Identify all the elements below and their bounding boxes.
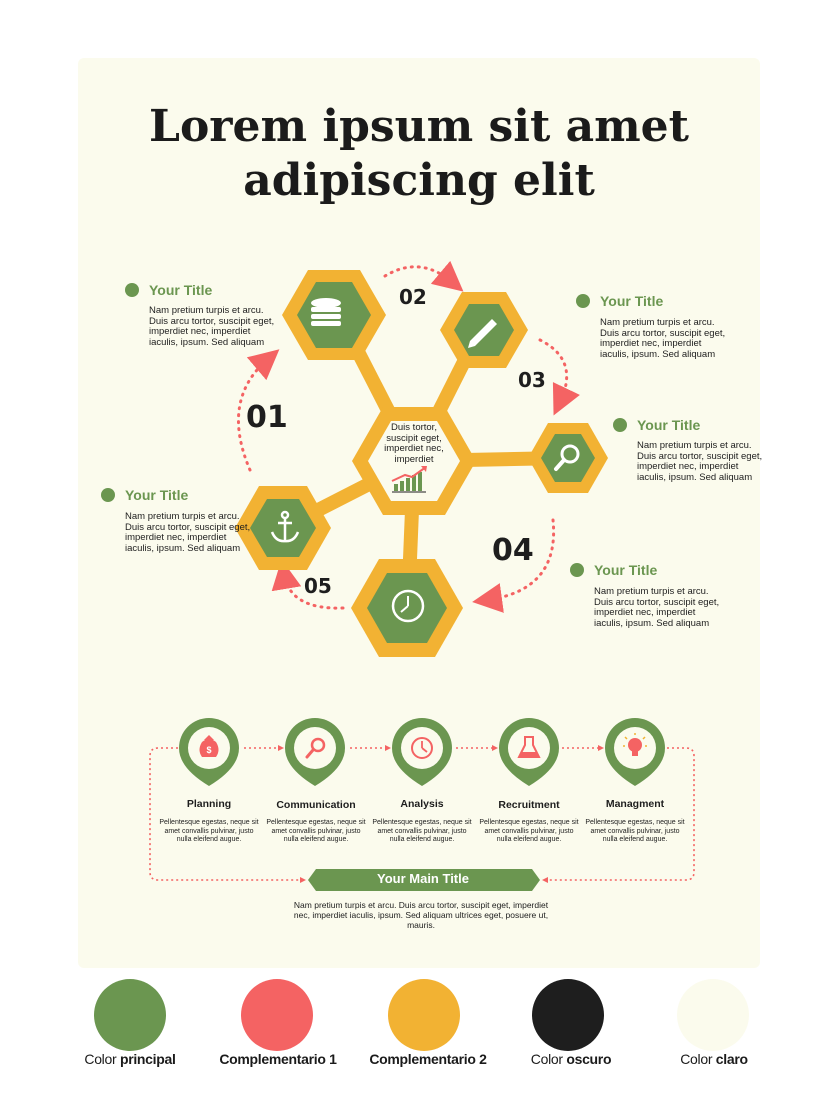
- panel-title: Your Title: [594, 562, 658, 578]
- panel-body: Nam pretium turpis et arcu. Duis arcu to…: [594, 586, 720, 629]
- step-pin-recruitment: [499, 718, 559, 786]
- database-icon: [311, 298, 341, 326]
- step-desc-planning: Pellentesque egestas, neque sit amet con…: [159, 819, 259, 843]
- swatch-label-complementario-2: Complementario 2: [358, 1051, 498, 1067]
- step-number-04: 04: [492, 533, 534, 568]
- swatch-complementario-1: [241, 979, 313, 1051]
- panel-body: Nam pretium turpis et arcu. Duis arcu to…: [149, 305, 275, 348]
- clock-icon: [391, 589, 425, 623]
- process-flow-outline: [149, 747, 695, 881]
- money-bag-icon: $: [199, 735, 219, 757]
- step-pin-analysis: [392, 718, 452, 786]
- panel-title: Your Title: [637, 417, 701, 433]
- step-desc-managment: Pellentesque egestas, neque sit amet con…: [585, 819, 685, 843]
- hex-center: [352, 407, 476, 515]
- panel-title: Your Title: [125, 487, 189, 503]
- magnifier-icon: [305, 737, 326, 759]
- panel-title: Your Title: [149, 282, 213, 298]
- center-hex-text: Duis tortor, suscipit eget, imperdiet ne…: [384, 422, 444, 465]
- panel-body: Nam pretium turpis et arcu. Duis arcu to…: [125, 511, 251, 554]
- hex-04: [351, 559, 463, 657]
- swatch-label-bold: claro: [715, 1051, 748, 1067]
- step-label-managment: Managment: [605, 798, 665, 810]
- swatch-label-color-principal: Color principal: [60, 1051, 200, 1067]
- step-number-01: 01: [246, 400, 288, 435]
- step-label-analysis: Analysis: [400, 798, 444, 810]
- hex-05: [235, 486, 331, 570]
- step-label-planning: Planning: [186, 798, 232, 810]
- swatch-complementario-2: [388, 979, 460, 1051]
- hex-03: [528, 423, 608, 493]
- main-title-body: Nam pretium turpis et arcu. Duis arcu to…: [293, 900, 549, 930]
- hex-02: [440, 292, 528, 368]
- step-number-03: 03: [518, 368, 546, 392]
- swatch-label-color-oscuro: Color oscuro: [501, 1051, 641, 1067]
- title-line-2: adipiscing elit: [243, 155, 595, 206]
- process-flow-arrowheads: [278, 745, 604, 883]
- clock-icon: [411, 737, 433, 759]
- panel-body: Nam pretium turpis et arcu. Duis arcu to…: [600, 317, 726, 360]
- step-number-05: 05: [304, 574, 332, 598]
- panel-bullet: [125, 283, 139, 297]
- panel-bullet: [570, 563, 584, 577]
- panel-bullet: [101, 488, 115, 502]
- swatch-label-color-claro: Color claro: [644, 1051, 784, 1067]
- swatch-label-bold: oscuro: [566, 1051, 612, 1067]
- swatch-label-bold: Complementario 1: [219, 1051, 337, 1067]
- panel-body: Nam pretium turpis et arcu. Duis arcu to…: [637, 440, 763, 483]
- growth-chart-icon: [391, 466, 427, 493]
- flask-icon: [517, 736, 541, 758]
- panel-bullet: [613, 418, 627, 432]
- anchor-icon: [270, 510, 300, 543]
- panel-title: Your Title: [600, 293, 664, 309]
- swatch-label-complementario-1: Complementario 1: [208, 1051, 348, 1067]
- step-label-communication: Communication: [276, 799, 356, 811]
- page-title: Lorem ipsum sit amet adipiscing elit: [78, 100, 760, 208]
- magnifier-icon: [554, 444, 580, 471]
- svg-text:$: $: [206, 745, 211, 755]
- swatch-label-prefix: Color: [84, 1051, 120, 1067]
- panel-bullet: [576, 294, 590, 308]
- hex-01: [282, 270, 386, 360]
- swatch-color-oscuro: [532, 979, 604, 1051]
- swatch-label-bold: principal: [119, 1051, 176, 1067]
- step-number-02: 02: [399, 285, 427, 309]
- swatch-label-bold: Complementario 2: [369, 1051, 487, 1067]
- lightbulb-icon: [623, 733, 647, 756]
- step-pin-communication: [285, 718, 345, 786]
- step-desc-recruitment: Pellentesque egestas, neque sit amet con…: [479, 819, 579, 843]
- swatch-label-prefix: Color: [530, 1051, 567, 1067]
- swatch-label-prefix: Color: [680, 1051, 716, 1067]
- pencil-icon: [468, 319, 497, 348]
- main-title-banner-text: Your Main Title: [377, 871, 469, 886]
- step-label-recruitment: Recruitment: [498, 799, 560, 811]
- main-title-banner: [308, 869, 540, 891]
- title-line-1: Lorem ipsum sit amet: [149, 101, 689, 152]
- swatch-color-claro: [677, 979, 749, 1051]
- step-desc-analysis: Pellentesque egestas, neque sit amet con…: [372, 819, 472, 843]
- swatch-color-principal: [94, 979, 166, 1051]
- step-pin-planning: $: [179, 718, 239, 786]
- step-desc-communication: Pellentesque egestas, neque sit amet con…: [266, 819, 366, 843]
- dotted-arrows: [237, 260, 580, 613]
- step-pin-managment: [605, 718, 665, 786]
